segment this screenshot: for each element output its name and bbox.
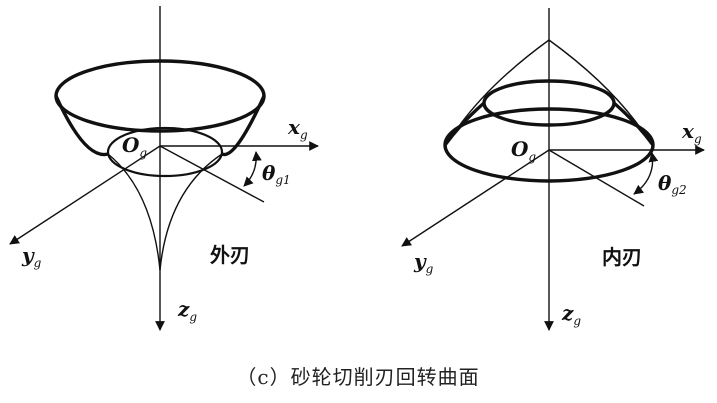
- right-origin-label: Og: [511, 137, 536, 164]
- left-y-label: yg: [21, 243, 42, 270]
- right-x-label: xg: [681, 119, 702, 146]
- left-z-label: zg: [177, 297, 197, 324]
- right-z-label: zg: [561, 301, 581, 328]
- left-x-label: xg: [287, 115, 308, 142]
- left-angle-label: θg1: [262, 161, 291, 187]
- right-profile-left: [443, 101, 486, 147]
- right-angle-label: θg2: [658, 171, 687, 197]
- left-panel-label: 外刃: [210, 243, 250, 267]
- right-y-axis: [401, 149, 550, 247]
- left-origin-label: Og: [122, 133, 147, 160]
- right-profile-right: [612, 101, 655, 147]
- right-angle-arc: [633, 152, 659, 195]
- right-y-label: yg: [413, 249, 434, 276]
- left-profile-right: [221, 95, 266, 157]
- right-diagram: [401, 8, 705, 331]
- right-panel-label: 内刃: [602, 245, 642, 269]
- right-cone-left: [446, 39, 550, 145]
- left-cusp-right: [159, 153, 223, 271]
- figure-caption: （c）砂轮切削刃回转曲面: [236, 365, 479, 389]
- left-profile-left: [54, 95, 109, 157]
- left-diagram: [9, 6, 319, 331]
- left-angle-arc: [243, 151, 262, 187]
- left-inner-ellipse: [106, 126, 224, 178]
- left-y-axis: [9, 145, 161, 245]
- left-angle-line: [159, 145, 265, 203]
- left-cusp-left: [107, 153, 161, 271]
- right-cone-right: [548, 39, 652, 145]
